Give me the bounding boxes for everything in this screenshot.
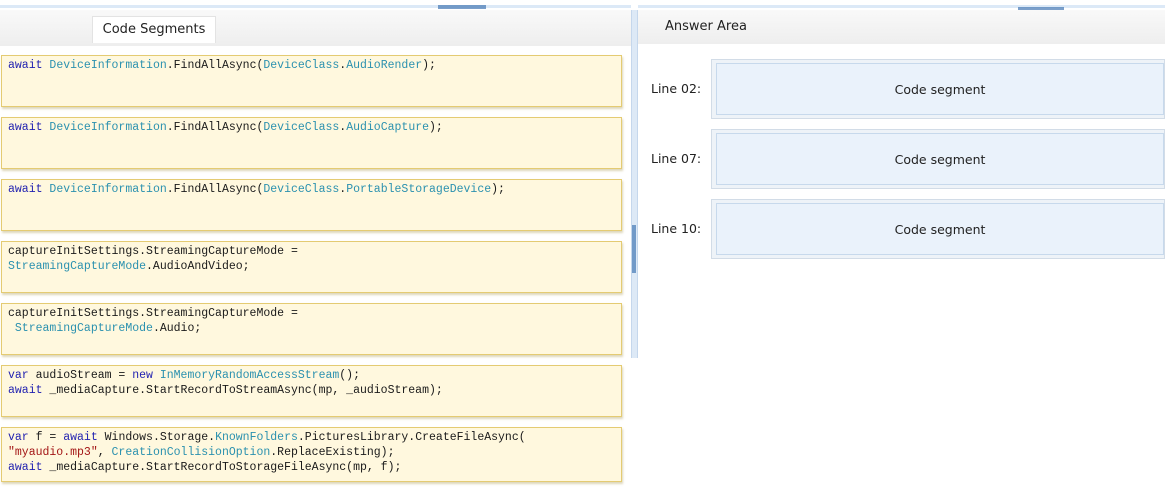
code-token: ();	[339, 369, 360, 382]
code-token: _mediaCapture.StartRecordToStreamAsync(m…	[49, 384, 443, 397]
code-token: CreationCollisionOption	[111, 446, 271, 459]
code-line: var f = await Windows.Storage.KnownFolde…	[8, 430, 615, 445]
code-token: );	[422, 59, 436, 72]
answer-area-panel: Answer Area Line 02: Code segment Line 0…	[638, 10, 1165, 494]
code-token: captureInitSettings.StreamingCaptureMode…	[8, 307, 298, 320]
code-line: StreamingCaptureMode.AudioAndVideo;	[8, 259, 615, 274]
code-token: f =	[35, 431, 64, 444]
code-token: var	[8, 431, 36, 444]
code-token: .AudioAndVideo;	[146, 260, 250, 273]
answer-area-header: Answer Area	[638, 10, 1165, 44]
code-token: KnownFolders	[215, 431, 298, 444]
code-token: AudioRender	[346, 59, 423, 72]
panel-splitter[interactable]	[631, 10, 638, 358]
code-token: .FindAllAsync(	[166, 121, 264, 134]
code-token: new	[132, 369, 160, 382]
code-segments-panel: Code Segments await DeviceInformation.Fi…	[0, 10, 631, 494]
code-line: var audioStream = new InMemoryRandomAcce…	[8, 368, 615, 383]
code-token: var	[8, 369, 36, 382]
code-line: StreamingCaptureMode.Audio;	[8, 321, 615, 336]
code-token: .Audio;	[152, 322, 202, 335]
code-token: .FindAllAsync(	[166, 59, 264, 72]
code-line: await _mediaCapture.StartRecordToStorage…	[8, 460, 615, 475]
target-line-label: Line 07:	[651, 151, 702, 166]
code-token: ,	[97, 446, 112, 459]
code-token: .	[339, 121, 347, 134]
code-token: "myaudio.mp3"	[8, 446, 98, 459]
code-segment[interactable]: var f = await Windows.Storage.KnownFolde…	[1, 427, 622, 482]
code-token: .	[339, 183, 347, 196]
code-token: .PicturesLibrary.CreateFileAsync(	[297, 431, 526, 444]
code-token: DeviceInformation	[49, 183, 167, 196]
code-token: DeviceInformation	[49, 59, 167, 72]
code-token: captureInitSettings.StreamingCaptureMode…	[8, 245, 298, 258]
drop-target-line-10[interactable]: Code segment	[711, 199, 1165, 259]
code-token: PortableStorageDevice	[346, 183, 492, 196]
top-border-right	[638, 5, 1165, 8]
code-segments-header: Code Segments	[0, 10, 631, 46]
code-segments-title: Code Segments	[92, 16, 216, 43]
code-line: await DeviceInformation.FindAllAsync(Dev…	[8, 182, 615, 197]
code-token: await	[8, 461, 50, 474]
code-token: await	[8, 183, 50, 196]
code-token: DeviceClass	[263, 183, 340, 196]
code-line: await DeviceInformation.FindAllAsync(Dev…	[8, 120, 615, 135]
code-token: );	[491, 183, 505, 196]
code-line: captureInitSettings.StreamingCaptureMode…	[8, 306, 615, 321]
code-segment[interactable]: await DeviceInformation.FindAllAsync(Dev…	[1, 179, 622, 231]
drop-target-line-02[interactable]: Code segment	[711, 59, 1165, 119]
code-token: .	[339, 59, 347, 72]
code-token	[8, 322, 15, 335]
code-token: await	[63, 431, 105, 444]
code-line: captureInitSettings.StreamingCaptureMode…	[8, 244, 615, 259]
code-token: .FindAllAsync(	[166, 183, 264, 196]
drop-target-line-07[interactable]: Code segment	[711, 129, 1165, 189]
drop-target-placeholder[interactable]: Code segment	[716, 133, 1164, 185]
code-token: StreamingCaptureMode	[14, 322, 153, 335]
target-line-label: Line 10:	[651, 221, 702, 236]
top-border-left	[0, 5, 631, 8]
code-token: await	[8, 121, 50, 134]
code-segment[interactable]: await DeviceInformation.FindAllAsync(Dev…	[1, 55, 622, 107]
code-token: StreamingCaptureMode	[8, 260, 147, 273]
code-line: "myaudio.mp3", CreationCollisionOption.R…	[8, 445, 615, 460]
code-token: .ReplaceExisting);	[270, 446, 395, 459]
code-token: DeviceClass	[263, 59, 340, 72]
code-token: await	[8, 384, 50, 397]
splitter-grip-icon[interactable]	[438, 5, 486, 9]
code-token: AudioCapture	[346, 121, 430, 134]
code-token: DeviceInformation	[49, 121, 167, 134]
splitter-grip-icon[interactable]	[1018, 7, 1064, 11]
code-segment[interactable]: await DeviceInformation.FindAllAsync(Dev…	[1, 117, 622, 169]
code-token: _mediaCapture.StartRecordToStorageFileAs…	[49, 461, 402, 474]
answer-area-title: Answer Area	[665, 19, 747, 34]
code-token: Windows.Storage.	[104, 431, 216, 444]
drop-target-placeholder[interactable]: Code segment	[716, 63, 1164, 115]
code-token: InMemoryRandomAccessStream	[159, 369, 340, 382]
splitter-grip-icon[interactable]	[632, 225, 636, 273]
code-segment[interactable]: captureInitSettings.StreamingCaptureMode…	[1, 241, 622, 293]
code-segment[interactable]: captureInitSettings.StreamingCaptureMode…	[1, 303, 622, 355]
code-line: await DeviceInformation.FindAllAsync(Dev…	[8, 58, 615, 73]
code-segment[interactable]: var audioStream = new InMemoryRandomAcce…	[1, 365, 622, 417]
code-token: await	[8, 59, 50, 72]
code-token: audioStream =	[35, 369, 133, 382]
drop-target-placeholder[interactable]: Code segment	[716, 203, 1164, 255]
target-line-label: Line 02:	[651, 81, 702, 96]
code-line: await _mediaCapture.StartRecordToStreamA…	[8, 383, 615, 398]
code-token: DeviceClass	[263, 121, 340, 134]
code-token: );	[429, 121, 443, 134]
